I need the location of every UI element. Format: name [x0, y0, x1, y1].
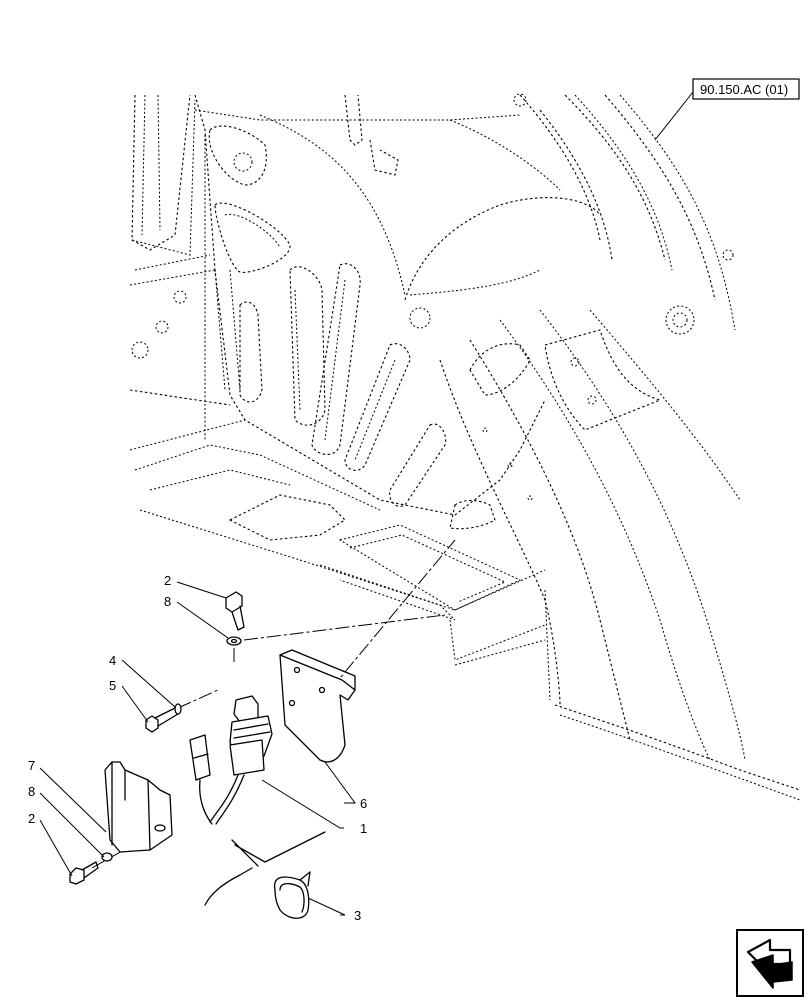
parts: [69, 539, 456, 919]
axis-line-upper: [243, 614, 446, 641]
bolt-5: [145, 707, 179, 733]
callout-5: 5: [109, 678, 116, 693]
callout-2-top: 2: [164, 573, 171, 588]
leader-lines: [39, 91, 694, 916]
callout-2-bottom: 2: [28, 811, 35, 826]
callout-4: 4: [109, 653, 116, 668]
pressure-sensor-1: [189, 695, 273, 825]
washer-8-bottom: [101, 852, 113, 862]
callout-8-bottom: 8: [28, 784, 35, 799]
axis-line-bracket: [329, 539, 456, 691]
callout-6: 6: [360, 796, 367, 811]
nut-4: [174, 703, 182, 715]
cover-7: [104, 761, 173, 853]
cable-tie-3: [273, 871, 311, 919]
previous-page-arrow-icon[interactable]: [736, 929, 804, 997]
mounting-bracket-6: [279, 649, 356, 763]
callout-7: 7: [28, 758, 35, 773]
callout-labels: 2 8 4 5 7 8 2 6 1 3: [28, 573, 367, 923]
callout-1: 1: [360, 821, 367, 836]
bolt-2-bottom: [69, 861, 99, 885]
cab-structure-phantom: [129, 93, 801, 801]
washer-8-top: [226, 636, 242, 646]
axis-line-bolt5: [177, 689, 219, 709]
reference-label: 90.150.AC (01): [700, 82, 788, 97]
reference-box[interactable]: 90.150.AC (01): [692, 78, 800, 100]
callout-8-top: 8: [164, 594, 171, 609]
callout-3: 3: [354, 908, 361, 923]
harness-break-lines: [204, 831, 326, 906]
bolt-2-top: [225, 591, 245, 631]
